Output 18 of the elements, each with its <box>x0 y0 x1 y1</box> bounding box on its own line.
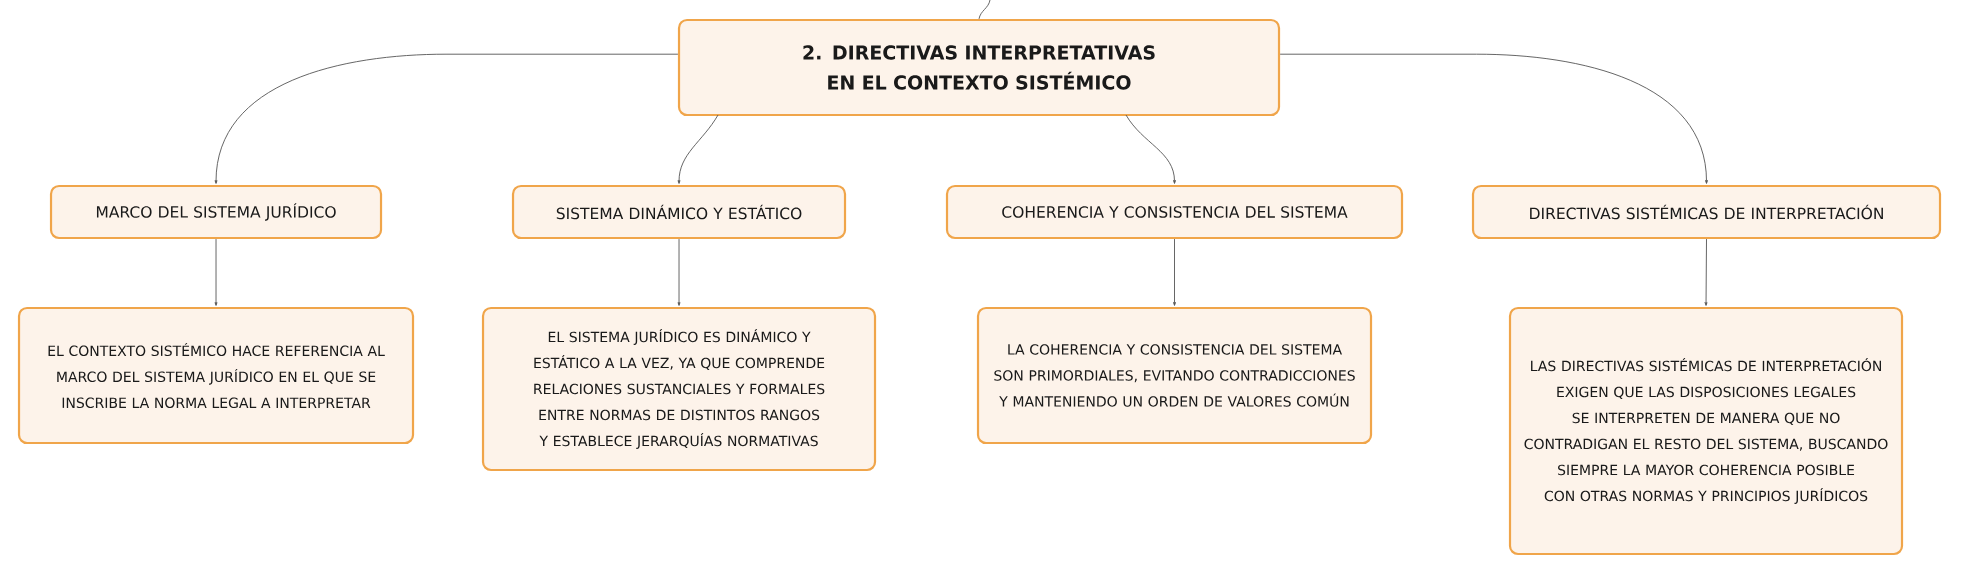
description-box: LA COHERENCIA Y CONSISTENCIA DEL SISTEMA SON PRIMORDIALES, EVITANDO CONTRADICCIONES Y MANTENIENDO UN ORDEN DE VALORES COMÚN <box>976 306 1373 445</box>
title-box: 2. DIRECTIVAS INTERPRETATIVAS EN EL CONTEXTO SISTÉMICO <box>677 18 1281 117</box>
description-box: LAS DIRECTIVAS SISTÉMICAS DE INTERPRETACIÓN EXIGEN QUE LAS DISPOSICIONES LEGALES SE INTERPRETEN DE MANERA QUE NO CONTRADIGAN EL RESTO DEL SISTEMA, BUSCANDO SIEMPRE LA MAYOR COHERENCIA POSIBLE CON OTRAS NORMAS Y PRINCIPIOS JURÍDICOS <box>1508 306 1904 556</box>
connector <box>677 114 719 184</box>
connector <box>1704 238 1708 306</box>
connector <box>677 238 681 306</box>
topic-box: COHERENCIA Y CONSISTENCIA DEL SISTEMA <box>945 184 1404 240</box>
connector <box>1279 53 1708 184</box>
description-box: EL SISTEMA JURÍDICO ES DINÁMICO Y ESTÁTICO A LA VEZ, YA QUE COMPRENDE RELACIONES SUSTANCIALES Y FORMALES ENTRE NORMAS DE DISTINTOS RANGOS Y ESTABLECE JERARQUÍAS NORMATIVAS <box>481 306 877 472</box>
connector <box>214 53 679 184</box>
connector <box>214 238 218 306</box>
topic-box: DIRECTIVAS SISTÉMICAS DE INTERPRETACIÓN <box>1471 184 1942 240</box>
connector <box>1125 114 1176 184</box>
topic-box: SISTEMA DINÁMICO Y ESTÁTICO <box>511 184 847 240</box>
connector <box>978 0 991 20</box>
connector <box>1173 238 1176 306</box>
description-box: EL CONTEXTO SISTÉMICO HACE REFERENCIA AL MARCO DEL SISTEMA JURÍDICO EN EL QUE SE INSCRIBE LA NORMA LEGAL A INTERPRETAR <box>17 306 415 445</box>
topic-box: MARCO DEL SISTEMA JURÍDICO <box>49 184 383 240</box>
